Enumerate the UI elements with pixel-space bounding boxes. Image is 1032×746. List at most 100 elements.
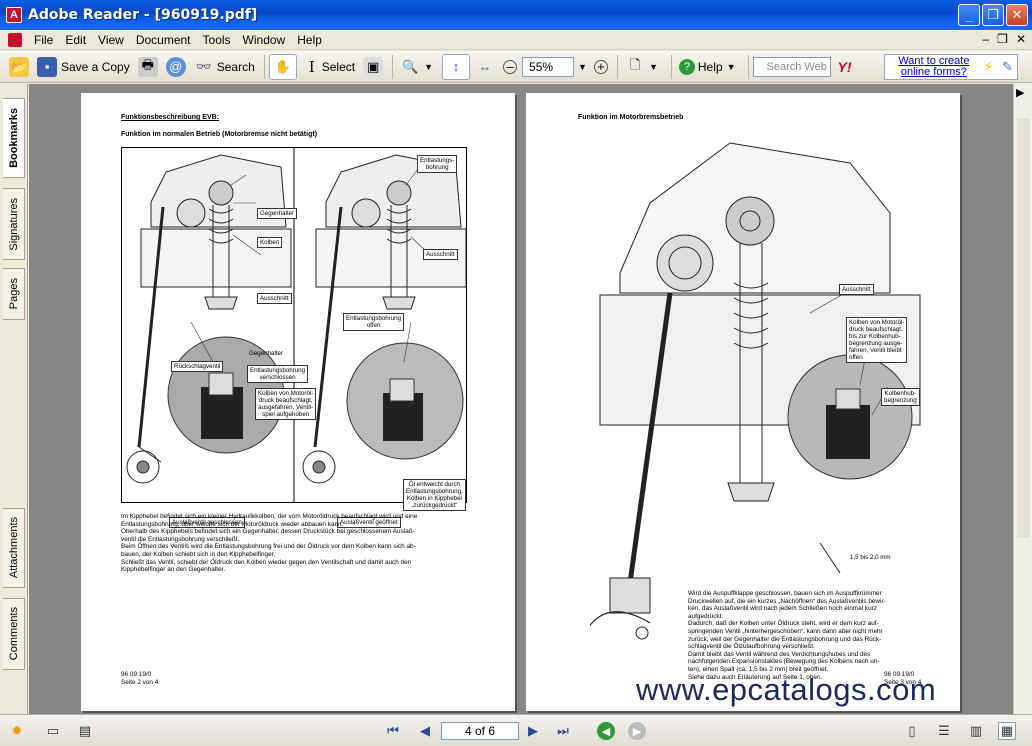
doc-restore-icon[interactable]: ❐: [997, 32, 1008, 46]
pen-icon: ✎: [1002, 59, 1013, 74]
search-web-input[interactable]: Search Web: [753, 56, 832, 77]
zoom-in-icon: +: [593, 59, 608, 74]
menu-window[interactable]: Window: [242, 32, 286, 47]
continuous-facing-icon[interactable]: ▦: [998, 722, 1016, 740]
search-label: Search: [216, 59, 255, 74]
chevron-down-icon: ▼: [648, 61, 658, 72]
camera-icon: ▣: [363, 56, 384, 77]
save-copy-label: Save a Copy: [61, 59, 130, 74]
tab-attachments[interactable]: Attachments: [3, 508, 25, 588]
hand-tool-button[interactable]: ✋: [268, 53, 297, 80]
chevron-down-icon: ▼: [424, 61, 434, 72]
previous-view-icon[interactable]: ◀: [597, 722, 615, 740]
label-ausschnitt-left: Ausschnitt: [257, 293, 292, 304]
pdf-page-left: Funktionsbeschreibung EVB: Funktion im n…: [81, 93, 515, 711]
text-cursor-icon: I: [308, 57, 315, 76]
chevron-down-icon: ▼: [726, 61, 736, 72]
label-spalt: 1,5 bis 2,0 mm: [850, 554, 891, 561]
document-icon[interactable]: [8, 32, 22, 47]
menu-help[interactable]: Help: [297, 32, 322, 47]
page-layout-button[interactable]: 🗋▼: [622, 54, 665, 80]
first-page-icon[interactable]: ⏮: [387, 723, 399, 738]
single-page-icon[interactable]: ▯: [908, 723, 916, 738]
document-window-controls: – ❐ ✕: [982, 32, 1026, 46]
sun-icon[interactable]: ✹: [11, 723, 23, 738]
scroll-right-arrow-icon[interactable]: ▶: [1016, 87, 1025, 99]
toolbar-separator: [616, 54, 618, 79]
page-heading: Funktion im Motorbremsbetrieb: [578, 114, 684, 121]
hand-icon: ✋: [274, 58, 291, 74]
zoom-in-button[interactable]: +: [591, 54, 611, 80]
toolbar-separator: [263, 54, 265, 79]
create-forms-link[interactable]: Want to create online forms?: [898, 55, 970, 78]
continuous-icon[interactable]: ☰: [938, 723, 950, 738]
help-icon: ?: [678, 58, 695, 75]
label-kolben-motoroel: Kolben von Motoröl- druck beaufschlagt, …: [255, 388, 317, 420]
zoom-dropdown-icon[interactable]: ▼: [578, 61, 587, 72]
toolbar: 📂 ▪ Save a Copy 🖶 @ 👓 Search ✋ I Select …: [0, 51, 1032, 83]
scrollbar-thumb[interactable]: [1017, 118, 1030, 538]
save-copy-button[interactable]: ▪ Save a Copy: [34, 54, 133, 80]
page-footer-date: 96 09 19/0: [121, 671, 152, 678]
help-button[interactable]: ? Help▼: [676, 54, 743, 80]
label-entlastung-verschlossen: Entlastungsbohrung verschlossen: [247, 365, 309, 383]
menu-document[interactable]: Document: [135, 32, 191, 47]
page-thumbnail-icon[interactable]: ▤: [78, 723, 92, 738]
label-rueckschlagventil: Rückschlagventil: [171, 361, 224, 372]
menu-tools[interactable]: Tools: [202, 32, 231, 47]
label-auslass-geoeffnet: Auslaßventil geöffnet: [337, 517, 401, 528]
page-number-input[interactable]: 4 of 6: [441, 722, 519, 740]
doc-minimize-icon[interactable]: –: [982, 32, 990, 46]
menu-view[interactable]: View: [98, 32, 124, 47]
maximize-button[interactable]: ❐: [982, 4, 1004, 26]
menu-file[interactable]: File: [34, 32, 54, 47]
watermark-text: www.epcatalogs.com: [636, 672, 937, 707]
email-button[interactable]: @: [163, 54, 189, 80]
zoom-level-input[interactable]: 55%: [522, 56, 575, 77]
open-button[interactable]: 📂: [6, 54, 32, 80]
promo-link-box[interactable]: Want to create online forms? ⚡ ✎: [884, 54, 1018, 80]
binoculars-icon: 👓: [195, 58, 212, 74]
label-ausschnitt-right: Ausschnitt: [423, 249, 458, 260]
facing-icon[interactable]: ▥: [969, 723, 983, 738]
status-bar: ✹ ▭ ▤ ⏮ ◀ 4 of 6 ▶ ⏭ ◀ ▶ ▯ ☰ ▥ ▦: [0, 714, 1032, 746]
fit-width-button[interactable]: ↔: [472, 54, 498, 80]
snapshot-button[interactable]: ▣: [360, 54, 386, 80]
zoom-tool-button[interactable]: 🔍▼: [397, 54, 440, 80]
page-layout-icon: 🗋: [629, 56, 641, 72]
pdf-page-right: Funktion im Motorbremsbetrieb: [526, 93, 960, 711]
label-oel-entweicht: Öl entweicht durch Entlastungsbohrung, K…: [403, 479, 466, 511]
previous-page-icon[interactable]: ◀: [420, 723, 430, 738]
globe-mail-icon: @: [165, 56, 186, 77]
document-view[interactable]: Funktionsbeschreibung EVB: Funktion im n…: [29, 84, 1013, 714]
floppy-disk-icon: ▪: [37, 56, 57, 77]
search-button[interactable]: 👓 Search: [191, 54, 258, 80]
page-footer-date: 96 09 19/0: [884, 671, 915, 678]
menu-edit[interactable]: Edit: [65, 32, 87, 47]
tab-comments[interactable]: Comments: [3, 598, 25, 670]
fit-width-icon: ↔: [478, 59, 492, 74]
minimize-button[interactable]: _: [958, 4, 980, 26]
doc-close-icon[interactable]: ✕: [1015, 32, 1026, 46]
printer-icon: 🖶: [137, 56, 158, 77]
tab-signatures[interactable]: Signatures: [3, 188, 25, 260]
fit-page-button[interactable]: ↕: [442, 53, 471, 80]
yahoo-icon[interactable]: Y!: [837, 58, 852, 75]
print-button[interactable]: 🖶: [135, 54, 161, 80]
next-page-icon[interactable]: ▶: [528, 723, 538, 738]
vertical-scrollbar[interactable]: ▶: [1013, 84, 1032, 714]
window-controls: _ ❐ ✕: [958, 4, 1028, 26]
close-button[interactable]: ✕: [1006, 4, 1028, 26]
toolbar-separator: [748, 54, 750, 79]
tab-bookmarks[interactable]: Bookmarks: [3, 98, 25, 178]
monitor-icon[interactable]: ▭: [46, 723, 60, 738]
last-page-icon[interactable]: ⏭: [557, 723, 569, 738]
label-ausschnitt: Ausschnitt: [839, 284, 874, 295]
next-view-icon[interactable]: ▶: [628, 722, 646, 740]
select-tool-button[interactable]: I Select: [299, 54, 358, 80]
zoom-out-button[interactable]: –: [500, 54, 520, 80]
label-auslass-geschlossen: Auslaßventil geschlossen: [169, 517, 245, 528]
page-footer-number: Seite 3 von 4: [884, 679, 922, 686]
tab-pages[interactable]: Pages: [3, 268, 25, 320]
window-title: Adobe Reader - [960919.pdf]: [28, 7, 258, 23]
